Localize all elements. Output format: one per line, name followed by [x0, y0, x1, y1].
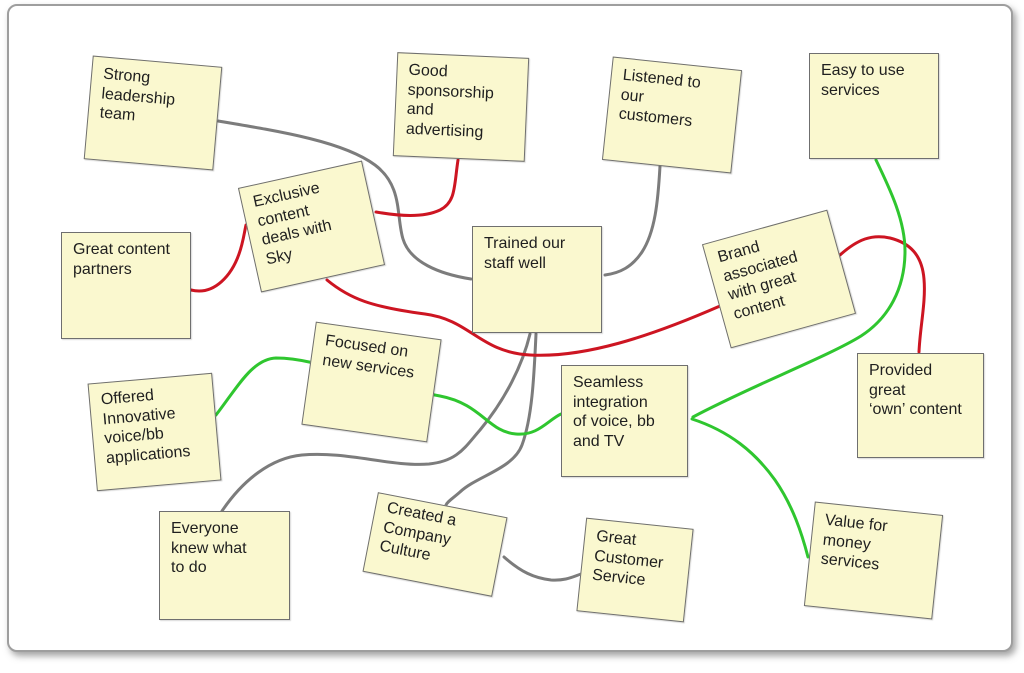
edge-easy-to-use-seamless-integration[interactable]: [691, 158, 907, 419]
note-text: Provided great ‘own’ content: [869, 362, 962, 419]
note-provided-own-content[interactable]: Provided great ‘own’ content: [857, 353, 984, 458]
note-text: Value for money services: [819, 511, 889, 574]
note-text: Strong leadership team: [99, 65, 176, 125]
note-text: Great content partners: [73, 241, 170, 278]
edge-great-content-partners-exclusive-sky[interactable]: [189, 223, 248, 293]
note-text: Great Customer Service: [591, 527, 665, 590]
note-everyone-knew[interactable]: Everyone knew what to do: [159, 511, 290, 620]
note-text: Seamless integration of voice, bb and TV: [573, 374, 655, 450]
edge-brand-content-provided-own-content[interactable]: [838, 235, 926, 354]
note-seamless-integration[interactable]: Seamless integration of voice, bb and TV: [561, 365, 688, 477]
note-text: Listened to our customers: [617, 66, 702, 131]
note-offered-innovative[interactable]: Offered Innovative voice/bb applications: [87, 372, 222, 492]
edge-seamless-integration-value-for-money[interactable]: [690, 417, 810, 559]
note-text: Offered Innovative voice/bb applications: [100, 386, 192, 467]
note-great-content-partners[interactable]: Great content partners: [61, 232, 191, 339]
edge-layer: [189, 119, 926, 582]
note-text: Good sponsorship and advertising: [405, 61, 495, 141]
note-text: Easy to use services: [821, 62, 905, 99]
note-text: Trained our staff well: [484, 235, 566, 272]
note-great-customer-service[interactable]: Great Customer Service: [576, 517, 694, 623]
edge-good-sponsorship-exclusive-sky[interactable]: [374, 158, 460, 217]
edge-created-culture-great-customer-service[interactable]: [502, 555, 586, 582]
edge-exclusive-sky-brand-content[interactable]: [325, 278, 722, 357]
edge-everyone-knew-trained-staff[interactable]: [220, 332, 532, 513]
note-trained-staff[interactable]: Trained our staff well: [472, 226, 602, 333]
note-text: Everyone knew what to do: [171, 520, 247, 577]
whiteboard-canvas[interactable]: Strong leadership team Good sponsorship …: [7, 4, 1013, 652]
edge-trained-staff-created-culture[interactable]: [444, 332, 538, 507]
note-focused-new-services[interactable]: Focused on new services: [301, 321, 442, 443]
note-easy-to-use[interactable]: Easy to use services: [809, 53, 939, 159]
edge-strong-leadership-trained-staff[interactable]: [216, 119, 473, 281]
note-value-for-money[interactable]: Value for money services: [803, 501, 944, 620]
note-listened-customers[interactable]: Listened to our customers: [601, 56, 743, 174]
note-strong-leadership[interactable]: Strong leadership team: [83, 55, 223, 171]
edge-listened-customers-trained-staff[interactable]: [603, 164, 662, 277]
note-good-sponsorship[interactable]: Good sponsorship and advertising: [392, 52, 530, 162]
